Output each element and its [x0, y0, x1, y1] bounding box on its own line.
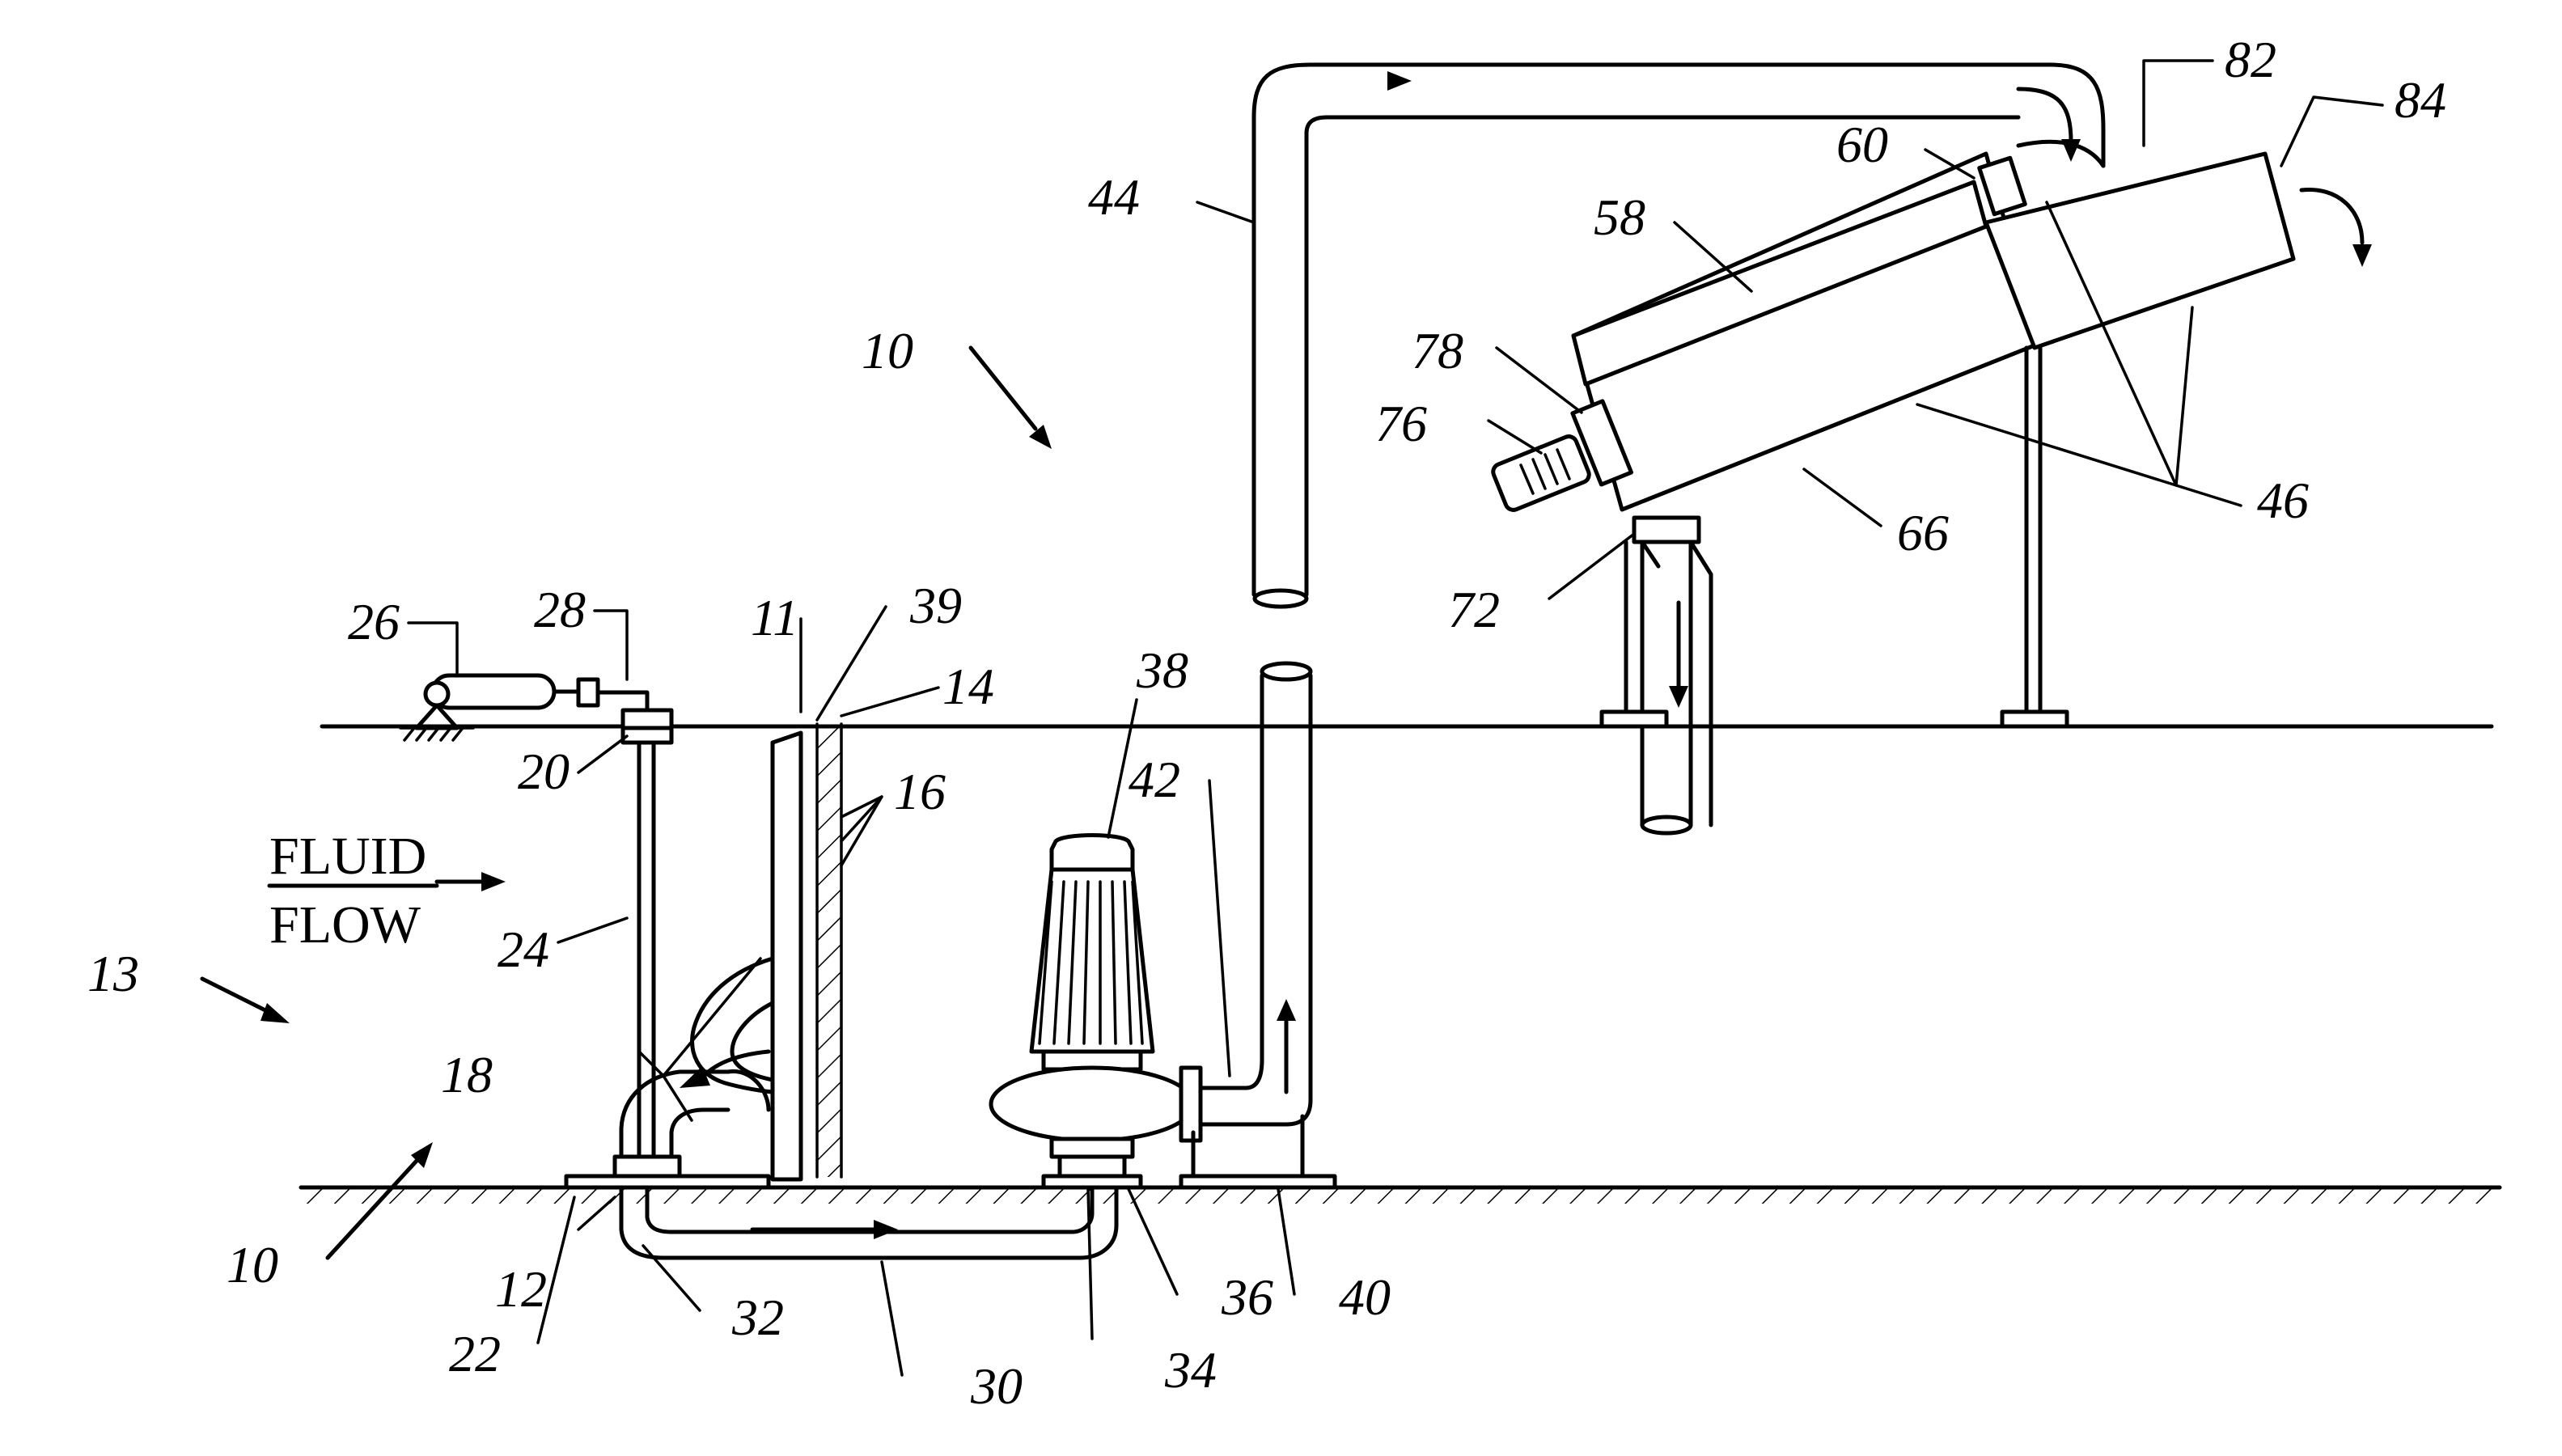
ref-22: 22	[449, 1325, 501, 1382]
ref-32: 32	[731, 1289, 784, 1346]
channel-floor	[299, 1185, 2502, 1204]
ref-40: 40	[1339, 1268, 1391, 1326]
actuator-cylinder	[399, 673, 650, 742]
ref-39: 39	[909, 577, 962, 634]
reference-numerals: 10 10 11 12 13 14 16 18 20 22 24 26 28 3…	[87, 31, 2446, 1415]
motor-cooling-fins	[1038, 880, 1144, 1045]
flow-arrows	[200, 71, 2372, 1260]
ref-13: 13	[87, 945, 139, 1002]
leader-lines	[407, 59, 2384, 1377]
ref-42: 42	[1129, 751, 1180, 808]
ref-12: 12	[495, 1260, 547, 1318]
ref-44: 44	[1088, 168, 1140, 226]
ref-13-arrow	[200, 976, 290, 1023]
ref-14: 14	[942, 658, 994, 715]
fluid-flow-caption: FLUID FLOW	[267, 827, 439, 954]
ref-16: 16	[894, 763, 946, 820]
inlet-arrow	[680, 1049, 771, 1088]
fluid-flow-arrow	[434, 872, 506, 891]
transfer-pipe	[1251, 62, 2106, 609]
ref-10-upper-arrow	[968, 345, 1052, 449]
ref-10-upper: 10	[862, 322, 913, 379]
gate-rod	[620, 708, 674, 1159]
pump-motor	[989, 833, 1196, 1190]
riser-up-arrow	[1277, 999, 1296, 1094]
ref-82: 82	[2225, 31, 2276, 88]
screen-panel	[690, 722, 843, 1182]
ref-36: 36	[1221, 1268, 1273, 1326]
gear-motor-fins	[1519, 448, 1571, 495]
ref-38: 38	[1136, 641, 1188, 699]
ref-34: 34	[1164, 1341, 1217, 1399]
outlet-down-arrow	[1669, 600, 1688, 708]
ref-84: 84	[2395, 71, 2446, 129]
ref-10-lower: 10	[227, 1236, 278, 1293]
ref-18: 18	[441, 1046, 493, 1103]
ref-60: 60	[1836, 116, 1888, 173]
ref-28: 28	[534, 581, 586, 638]
ref-46: 46	[2257, 472, 2309, 529]
ref-30: 30	[970, 1357, 1023, 1415]
ref-78: 78	[1412, 322, 1463, 379]
suction-pipe	[619, 1185, 1119, 1260]
caption-line-fluid: FLUID	[269, 827, 426, 886]
ref-76: 76	[1375, 395, 1427, 452]
inlet-elbow	[564, 1069, 771, 1190]
discharge-arrow	[2299, 187, 2372, 267]
top-pipe-arrow	[1387, 71, 2081, 162]
ref-58: 58	[1594, 188, 1645, 246]
separator-support-legs	[1599, 345, 2069, 729]
caption-line-flow: FLOW	[269, 895, 421, 954]
ref-10-lower-arrow	[325, 1142, 433, 1260]
ref-11: 11	[751, 589, 798, 646]
ref-72: 72	[1448, 581, 1500, 638]
pump-discharge	[1179, 661, 1337, 1190]
screen-mesh	[815, 722, 843, 1179]
ref-26: 26	[348, 593, 400, 650]
pipe-flow-arrow	[750, 1220, 898, 1239]
ref-20: 20	[518, 743, 570, 800]
ref-66: 66	[1897, 504, 1949, 561]
separator-drum	[1491, 139, 2296, 836]
ref-24: 24	[498, 921, 549, 978]
